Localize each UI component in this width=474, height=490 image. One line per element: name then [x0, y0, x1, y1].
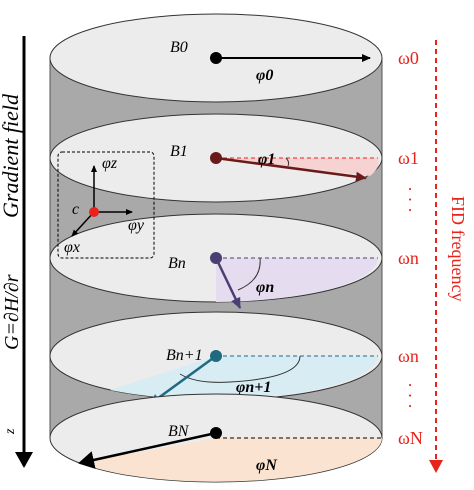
omega-1: ω1: [398, 148, 419, 168]
inset-y-label: φy: [128, 217, 145, 234]
inset-center-dot: [89, 207, 99, 217]
omega-dots-upper: · · ·: [400, 186, 420, 213]
gradient-formula: G=∂H/∂r: [1, 274, 23, 350]
phase-sector: [110, 356, 378, 400]
disk-angle-label: φ1: [258, 151, 275, 168]
inset-center-label: c: [72, 201, 79, 218]
disk-center-dot: [210, 152, 222, 164]
inset-x-label: φx: [64, 239, 80, 256]
omega-0: ω0: [398, 48, 419, 68]
omega-n-second: ωn: [398, 346, 419, 366]
disk-center-dot: [210, 427, 222, 439]
disk-field-label: B1: [170, 143, 188, 160]
disk-bn: Bn φn: [49, 213, 383, 309]
angle-arc: [237, 257, 261, 291]
disk-angle-label: φn+1: [236, 379, 271, 396]
disk-field-label: Bn+1: [166, 347, 203, 364]
disk-b1: B1 φ1: [49, 113, 383, 203]
omega-N: ωN: [398, 428, 423, 448]
disk-center-dot: [210, 252, 222, 264]
disk-center-dot: [210, 52, 222, 64]
inset-z-label: φz: [102, 155, 118, 172]
coordinate-inset: φz φy φx c: [57, 151, 155, 259]
disk-bN: BN φN: [49, 393, 383, 483]
moment-arrow-1: [215, 156, 367, 182]
disk-field-label: BN: [168, 423, 190, 440]
gradient-field-label: Gradient field: [0, 93, 23, 218]
inset-x-axis: [71, 211, 95, 237]
omega-n: ωn: [398, 248, 419, 268]
disk-field-label: Bn: [168, 255, 186, 272]
fid-frequency-label: FID frequency: [448, 196, 468, 301]
disk-angle-label: φn: [256, 279, 274, 296]
frequency-axis: FID frequency ω0 ω1 · · · ωn ωn · · · ωN: [398, 40, 468, 473]
gradient-bottom-tick: z: [3, 428, 18, 435]
disk-b0: B0 φ0: [49, 13, 383, 103]
moment-arrow-N: [78, 431, 217, 469]
disk-field-label: B0: [170, 39, 188, 56]
omega-dots-lower: · · ·: [400, 382, 420, 409]
gradient-axis: Gradient field G=∂H/∂r z: [0, 36, 33, 468]
angle-arc: [179, 355, 301, 383]
disk-center-dot: [210, 350, 222, 362]
disk-bn1: Bn+1 φn+1: [49, 311, 383, 406]
phase-sector: [80, 438, 382, 482]
disk-angle-label: φN: [256, 457, 278, 474]
moment-arrow-n: [214, 257, 242, 309]
phase-sector: [216, 258, 378, 302]
disk-angle-label: φ0: [256, 67, 273, 84]
angle-arc: [285, 157, 290, 167]
